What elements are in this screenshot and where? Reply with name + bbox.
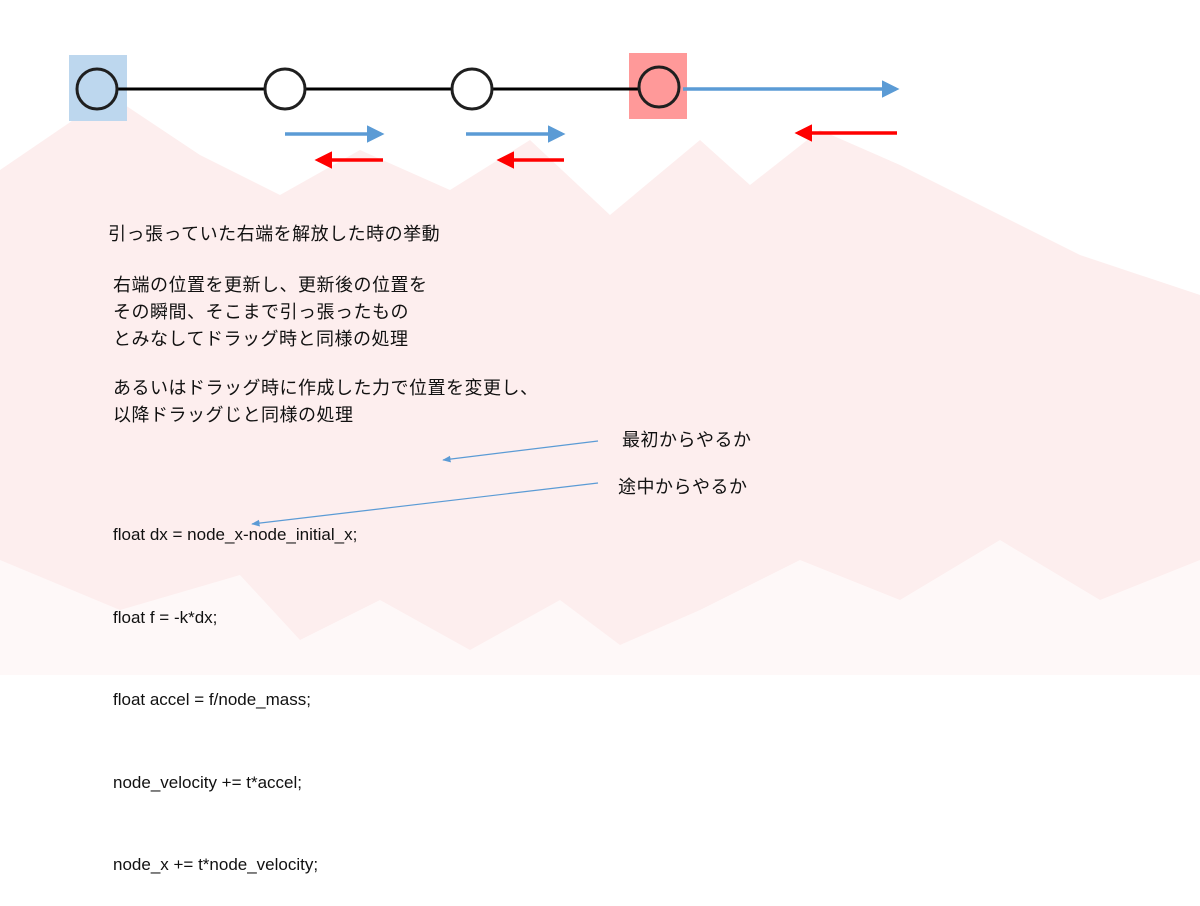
node-right-end xyxy=(637,65,681,109)
annotation-from-start: 最初からやるか xyxy=(622,430,752,451)
node-2 xyxy=(263,67,307,111)
node-left-fixed xyxy=(75,67,119,111)
background-peaks xyxy=(0,95,1200,675)
paragraph-1-line: その瞬間、そこまで引っ張ったもの xyxy=(113,302,409,323)
code-line: float accel = f/node_mass; xyxy=(113,690,311,709)
spring-chain-diagram xyxy=(69,53,900,527)
code-line: node_x += t*node_velocity; xyxy=(113,855,319,874)
pointer-arrow-from-start xyxy=(442,440,599,463)
paragraph-alternative: あるいはドラッグ時に作成した力で位置を変更し、 以降ドラッグじと同様の処理 xyxy=(113,375,539,429)
node-3 xyxy=(450,67,494,111)
slide-heading: 引っ張っていた右端を解放した時の挙動 xyxy=(108,224,441,245)
paragraph-2-line: 以降ドラッグじと同様の処理 xyxy=(113,405,354,426)
paragraph-2-line: あるいはドラッグ時に作成した力で位置を変更し、 xyxy=(113,378,539,399)
paragraph-update-position: 右端の位置を更新し、更新後の位置を その瞬間、そこまで引っ張ったもの とみなして… xyxy=(113,272,428,353)
background-valleys xyxy=(0,540,1200,675)
code-block: float dx = node_x-node_initial_x; float … xyxy=(113,466,357,906)
annotation-from-middle: 途中からやるか xyxy=(618,477,748,498)
code-line: float dx = node_x-node_initial_x; xyxy=(113,525,358,544)
background-pattern xyxy=(0,95,1200,675)
code-line: node_velocity += t*accel; xyxy=(113,772,303,792)
paragraph-1-line: とみなしてドラッグ時と同様の処理 xyxy=(113,329,409,350)
paragraph-1-line: 右端の位置を更新し、更新後の位置を xyxy=(113,275,428,296)
pointer-arrow-from-middle xyxy=(251,482,599,527)
code-line: float f = -k*dx; xyxy=(113,607,218,627)
